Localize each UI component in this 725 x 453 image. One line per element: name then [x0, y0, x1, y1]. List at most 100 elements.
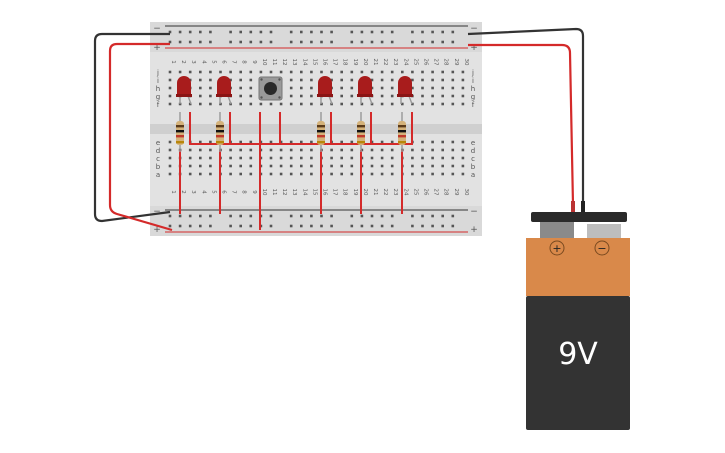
breadboard-hole	[239, 148, 242, 152]
column-number: 18	[342, 59, 348, 66]
breadboard-hole	[239, 78, 242, 82]
rail-hole	[199, 224, 202, 228]
row-label: b	[471, 163, 476, 171]
rail-hole	[380, 30, 384, 34]
led-5[interactable]	[397, 76, 413, 105]
resistor-band	[357, 130, 365, 133]
breadboard-hole	[431, 94, 434, 98]
breadboard-hole	[249, 140, 253, 144]
led-4[interactable]	[357, 76, 373, 105]
rail-hole	[269, 40, 273, 44]
breadboard-hole	[421, 70, 424, 74]
row-label: g	[156, 93, 160, 101]
rail-hole	[229, 224, 232, 228]
bottom-power-rail	[150, 206, 482, 236]
breadboard-hole	[310, 78, 313, 82]
battery-plus-ring	[549, 240, 565, 256]
column-number: 12	[281, 189, 287, 196]
breadboard-hole	[461, 70, 465, 74]
led-3[interactable]	[317, 76, 333, 105]
led-body[interactable]	[398, 76, 412, 96]
breadboard-hole	[411, 78, 414, 82]
rail-hole	[360, 224, 364, 228]
breadboard-hole	[289, 156, 293, 160]
pushbutton-pin	[260, 78, 263, 81]
breadboard-hole	[259, 70, 263, 74]
breadboard-hole	[431, 70, 434, 74]
led-bus-wire[interactable]	[189, 112, 413, 145]
rail-hole	[300, 40, 303, 44]
resistor-4[interactable]	[357, 112, 365, 152]
breadboard-hole	[461, 164, 465, 168]
breadboard-hole	[421, 148, 424, 152]
rail-hole	[168, 224, 172, 228]
resistor-band	[357, 135, 365, 138]
breadboard-hole	[168, 156, 172, 160]
rail-hole	[199, 40, 202, 44]
leds	[176, 76, 413, 105]
resistor-band	[216, 125, 224, 128]
breadboard-hole	[168, 94, 172, 98]
rail-hole	[320, 224, 323, 228]
battery-9v[interactable]: + − 9V	[526, 201, 630, 430]
breadboard-hole	[279, 140, 283, 144]
led-body[interactable]	[217, 76, 231, 96]
row-label: e	[471, 139, 475, 147]
rail-hole	[360, 40, 364, 44]
column-number: 19	[352, 59, 358, 66]
breadboard-hole	[350, 156, 354, 160]
pushbutton[interactable]	[258, 76, 283, 101]
led-body[interactable]	[177, 76, 191, 96]
column-number: 21	[372, 189, 378, 196]
resistor-5[interactable]	[398, 112, 406, 152]
column-number: 29	[453, 59, 459, 66]
battery-minus-ring	[594, 240, 610, 256]
resistor-1[interactable]	[176, 112, 184, 152]
resistor-band	[317, 125, 325, 128]
breadboard-hole	[390, 156, 394, 160]
red-wire-to-battery[interactable]	[468, 43, 575, 206]
rail-hole	[411, 40, 414, 44]
breadboard-hole	[199, 78, 202, 82]
led-1[interactable]	[176, 76, 192, 105]
resistor-3[interactable]	[317, 112, 325, 152]
breadboard-hole	[259, 102, 263, 106]
rail-hole	[178, 214, 182, 218]
breadboard-hole	[411, 164, 414, 168]
rail-hole	[320, 214, 323, 218]
breadboard-hole	[229, 172, 232, 176]
rail-hole	[330, 30, 333, 34]
rail-hole	[259, 30, 263, 34]
column-number: 10	[261, 189, 267, 196]
rail-hole	[168, 214, 172, 218]
black-wire-to-battery[interactable]	[467, 27, 585, 205]
breadboard-hole	[451, 86, 455, 90]
rail-hole	[310, 30, 313, 34]
resistor-2[interactable]	[216, 112, 224, 152]
pushbutton-cap[interactable]	[264, 82, 277, 95]
rail-hole	[390, 224, 394, 228]
breadboard-hole	[249, 70, 253, 74]
red-wire-left-rail[interactable]	[108, 42, 173, 232]
breadboard-hole	[239, 86, 242, 90]
breadboard-hole	[168, 86, 172, 90]
breadboard-hole	[380, 94, 384, 98]
led-body[interactable]	[358, 76, 372, 96]
breadboard-hole	[269, 102, 273, 106]
breadboard-hole	[188, 70, 192, 74]
rail-hole	[421, 30, 424, 34]
row-label: i	[472, 77, 474, 85]
led-body[interactable]	[318, 76, 332, 96]
resistor-band	[317, 141, 325, 144]
breadboard-hole	[461, 78, 465, 82]
rail-hole	[421, 40, 424, 44]
rail-hole	[350, 214, 354, 218]
breadboard-hole	[239, 70, 242, 74]
rail-hole	[249, 214, 253, 218]
black-wire-left-rail[interactable]	[93, 32, 171, 223]
breadboard-hole	[249, 78, 253, 82]
row-label: c	[156, 155, 160, 163]
rail-hole	[451, 40, 455, 44]
led-2[interactable]	[216, 76, 232, 105]
breadboard-hole	[199, 102, 202, 106]
